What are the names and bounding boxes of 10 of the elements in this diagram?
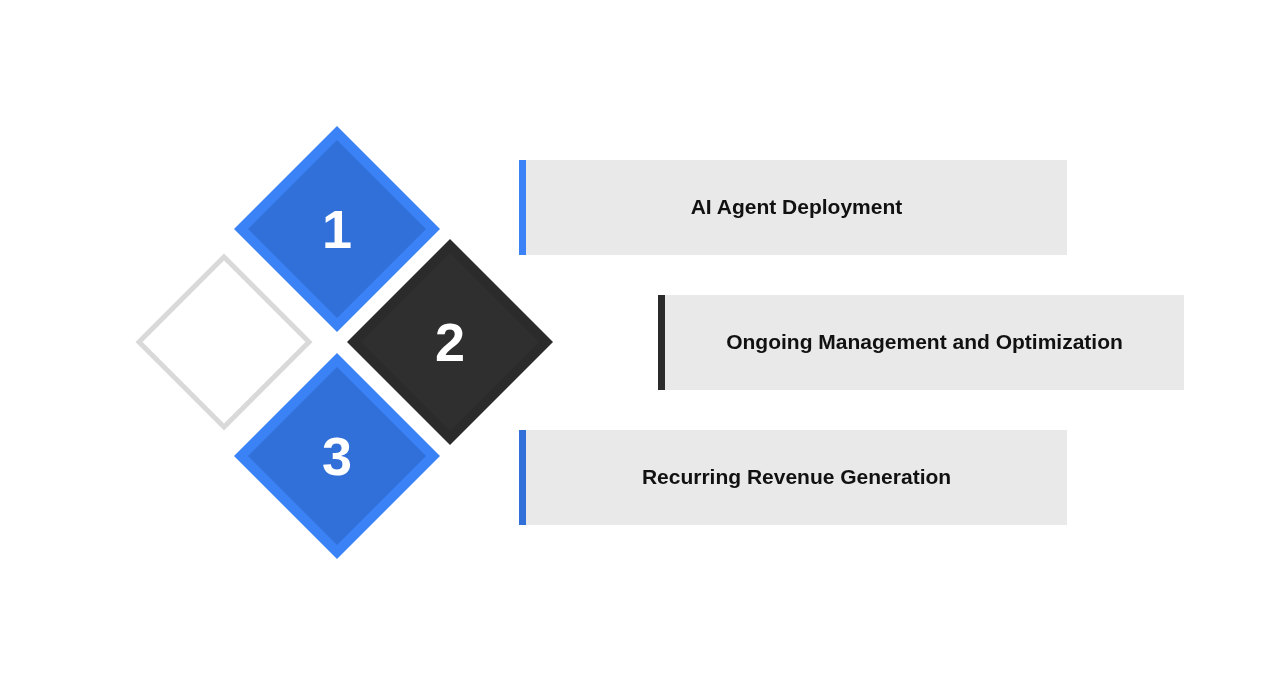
step-number: 3 (321, 429, 352, 483)
step-bar (519, 160, 1067, 255)
step-number: 2 (434, 315, 465, 369)
outline-diamond (135, 253, 313, 431)
step-number: 1 (321, 202, 352, 256)
step-title: AI Agent Deployment (690, 194, 903, 221)
step-title: Ongoing Management and Optimization (726, 329, 1123, 356)
step-bar (658, 295, 1184, 390)
step-title: Recurring Revenue Generation (641, 464, 952, 491)
step-bar (519, 430, 1067, 525)
